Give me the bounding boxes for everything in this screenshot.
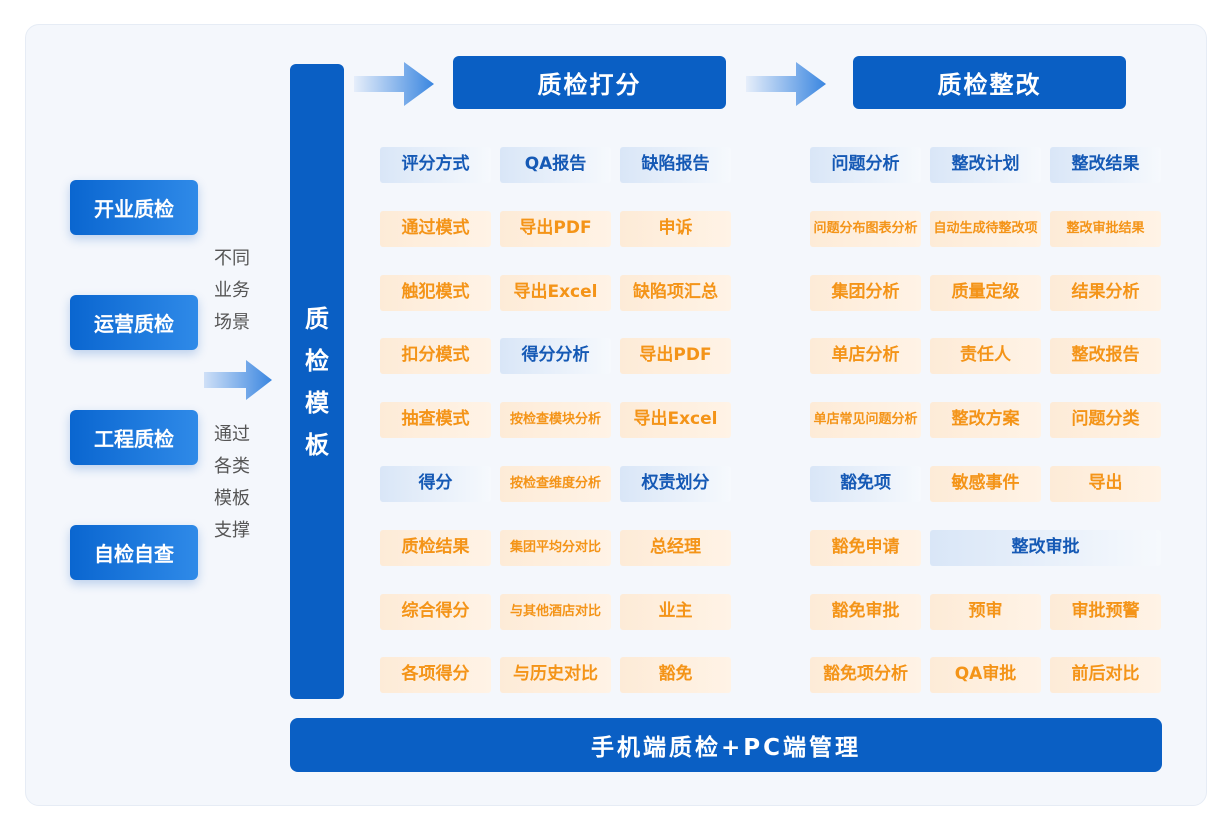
side-text-line: 各类 bbox=[214, 456, 250, 477]
side-text-templates: 通过 各类 模板 支撑 bbox=[214, 419, 250, 547]
rectify-cell: 集团分析 bbox=[810, 275, 921, 311]
scoring-cell: 与其他酒店对比 bbox=[500, 594, 611, 630]
rectify-cell: 质量定级 bbox=[930, 275, 1041, 311]
scoring-cell: 豁免 bbox=[620, 657, 731, 693]
rectify-cell: 问题分布图表分析 bbox=[810, 211, 921, 247]
scoring-cell: 权责划分 bbox=[620, 466, 731, 502]
scoring-cell: 缺陷项汇总 bbox=[620, 275, 731, 311]
vertical-bar-char: 检 bbox=[305, 346, 329, 375]
rectify-cell: 豁免项 bbox=[810, 466, 921, 502]
rectify-cell: 豁免审批 bbox=[810, 594, 921, 630]
rectify-cell: 问题分类 bbox=[1050, 402, 1161, 438]
header-scoring: 质检打分 bbox=[453, 56, 726, 109]
rectify-cell: 前后对比 bbox=[1050, 657, 1161, 693]
rectify-cell: 结果分析 bbox=[1050, 275, 1161, 311]
vertical-bar-char: 质 bbox=[305, 304, 329, 333]
rectify-cell: 整改计划 bbox=[930, 147, 1041, 183]
scoring-cell: 申诉 bbox=[620, 211, 731, 247]
scoring-cell: 得分分析 bbox=[500, 338, 611, 374]
side-text-line: 支撑 bbox=[214, 520, 250, 541]
rectify-cell: 豁免申请 bbox=[810, 530, 921, 566]
scoring-cell: 评分方式 bbox=[380, 147, 491, 183]
left-button-operation: 运营质检 bbox=[70, 295, 198, 350]
rectify-cell: 单店常见问题分析 bbox=[810, 402, 921, 438]
vertical-bar-char: 板 bbox=[305, 430, 329, 459]
rectify-cell: 问题分析 bbox=[810, 147, 921, 183]
scoring-cell: 导出Excel bbox=[620, 402, 731, 438]
bottom-banner: 手机端质检+PC端管理 bbox=[290, 718, 1162, 772]
rectify-cell: 自动生成待整改项 bbox=[930, 211, 1041, 247]
header-rectify: 质检整改 bbox=[853, 56, 1126, 109]
scoring-cell: 导出PDF bbox=[500, 211, 611, 247]
vertical-bar-char: 模 bbox=[305, 388, 329, 417]
left-button-self-check: 自检自查 bbox=[70, 525, 198, 580]
scoring-cell: 按检查维度分析 bbox=[500, 466, 611, 502]
scoring-cell: 总经理 bbox=[620, 530, 731, 566]
rectify-cell: 整改结果 bbox=[1050, 147, 1161, 183]
side-text-line: 场景 bbox=[214, 312, 250, 333]
rectify-cell: 整改审批 bbox=[930, 530, 1161, 566]
side-text-scenarios: 不同 业务 场景 bbox=[214, 243, 250, 339]
scoring-cell: 与历史对比 bbox=[500, 657, 611, 693]
scoring-cell: 导出PDF bbox=[620, 338, 731, 374]
rectify-cell: 整改方案 bbox=[930, 402, 1041, 438]
side-text-line: 通过 bbox=[214, 424, 250, 445]
rectify-cell: 责任人 bbox=[930, 338, 1041, 374]
rectify-cell: 整改报告 bbox=[1050, 338, 1161, 374]
scoring-cell: 质检结果 bbox=[380, 530, 491, 566]
scoring-cell: 通过模式 bbox=[380, 211, 491, 247]
rectify-cell: 导出 bbox=[1050, 466, 1161, 502]
arrow-right-icon bbox=[354, 62, 434, 106]
arrow-right-icon bbox=[204, 360, 272, 400]
scoring-cell: 扣分模式 bbox=[380, 338, 491, 374]
scoring-cell: 各项得分 bbox=[380, 657, 491, 693]
scoring-cell: 按检查模块分析 bbox=[500, 402, 611, 438]
side-text-line: 模板 bbox=[214, 488, 250, 509]
scoring-cell: 触犯模式 bbox=[380, 275, 491, 311]
scoring-cell: 综合得分 bbox=[380, 594, 491, 630]
rectify-cell: 豁免项分析 bbox=[810, 657, 921, 693]
scoring-cell: QA报告 bbox=[500, 147, 611, 183]
rectify-cell: 整改审批结果 bbox=[1050, 211, 1161, 247]
rectify-cell: 单店分析 bbox=[810, 338, 921, 374]
left-button-opening: 开业质检 bbox=[70, 180, 198, 235]
scoring-cell: 缺陷报告 bbox=[620, 147, 731, 183]
rectify-cell: 预审 bbox=[930, 594, 1041, 630]
side-text-line: 不同 bbox=[214, 248, 250, 269]
side-text-line: 业务 bbox=[214, 280, 250, 301]
vertical-template-bar: 质 检 模 板 bbox=[290, 64, 344, 699]
rectify-cell: QA审批 bbox=[930, 657, 1041, 693]
scoring-cell: 抽查模式 bbox=[380, 402, 491, 438]
arrow-right-icon bbox=[746, 62, 826, 106]
scoring-cell: 集团平均分对比 bbox=[500, 530, 611, 566]
scoring-cell: 得分 bbox=[380, 466, 491, 502]
left-button-engineering: 工程质检 bbox=[70, 410, 198, 465]
rectify-cell: 审批预警 bbox=[1050, 594, 1161, 630]
scoring-cell: 导出Excel bbox=[500, 275, 611, 311]
scoring-cell: 业主 bbox=[620, 594, 731, 630]
rectify-cell: 敏感事件 bbox=[930, 466, 1041, 502]
